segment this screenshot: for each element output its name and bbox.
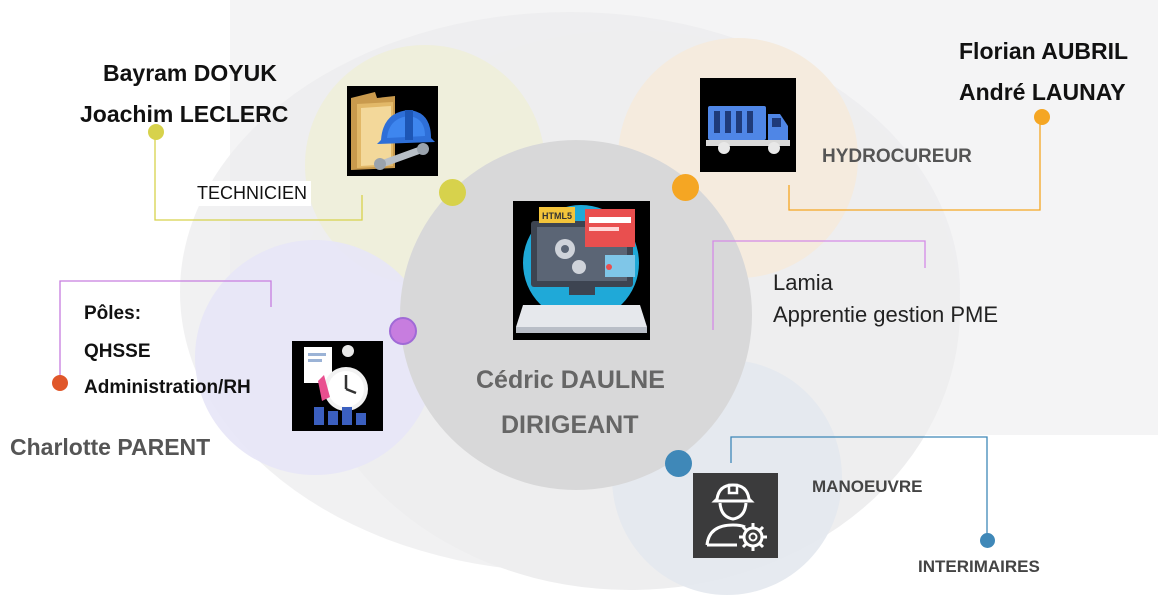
technicien-label: TECHNICIEN xyxy=(193,181,312,206)
poles-item-qhsse: QHSSE xyxy=(84,341,151,362)
truck-icon xyxy=(700,78,796,172)
hydrocureur-end-dot xyxy=(1034,109,1050,125)
folder-hardhat-wrench-icon xyxy=(347,86,438,176)
computer-html-icon: HTML5 xyxy=(513,201,650,340)
manoeuvre-connector xyxy=(730,436,988,540)
technicien-name-2: Joachim LECLERC xyxy=(80,101,289,127)
center-icon-badge: HTML5 xyxy=(542,211,572,221)
poles-title: Pôles: xyxy=(84,303,142,324)
poles-connector xyxy=(59,280,272,383)
hydrocureur-name-1: Florian AUBRIL xyxy=(959,38,1129,64)
apprentie-name: Lamia xyxy=(773,270,833,295)
manoeuvre-label: MANOEUVRE xyxy=(812,477,923,496)
clock-documents-icon xyxy=(292,341,383,431)
apprentie-connector xyxy=(712,240,926,330)
technicien-end-dot xyxy=(148,124,164,140)
worker-gear-icon xyxy=(693,473,778,558)
manoeuvre-node-dot xyxy=(665,450,692,477)
apprentie-role: Apprentie gestion PME xyxy=(773,302,999,327)
interimaires-end-dot xyxy=(980,533,995,548)
center-role: DIRIGEANT xyxy=(501,411,639,439)
interimaires-label: INTERIMAIRES xyxy=(918,557,1040,576)
technicien-connector xyxy=(154,131,363,221)
hydrocureur-label: HYDROCUREUR xyxy=(822,146,972,167)
poles-node-dot xyxy=(389,317,417,345)
hydrocureur-connector xyxy=(788,116,1041,211)
poles-end-dot xyxy=(52,375,68,391)
poles-item-admin-rh: Administration/RH xyxy=(84,377,251,398)
hydrocureur-node-dot xyxy=(672,174,699,201)
technicien-name-1: Bayram DOYUK xyxy=(103,60,277,86)
technicien-node-dot xyxy=(439,179,466,206)
poles-person: Charlotte PARENT xyxy=(10,434,211,460)
center-name: Cédric DAULNE xyxy=(476,366,665,394)
hydrocureur-name-2: André LAUNAY xyxy=(959,79,1126,105)
